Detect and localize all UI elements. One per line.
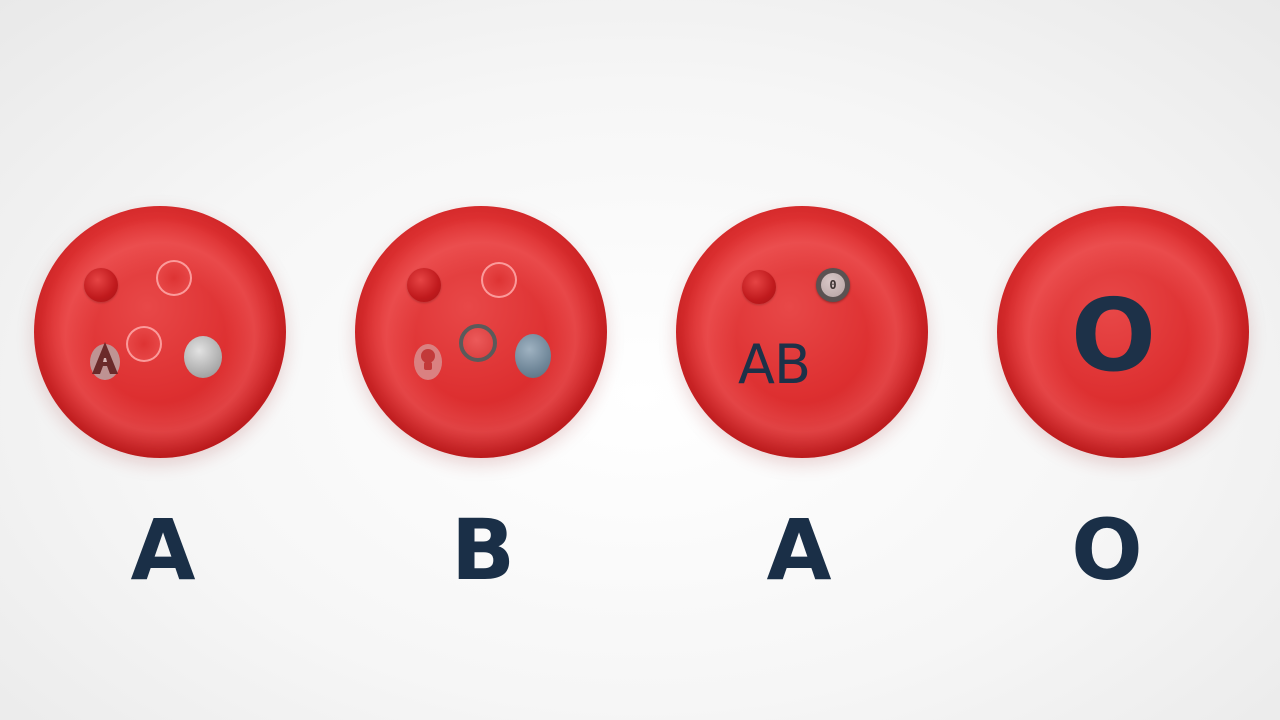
red-blood-cell-ab: 0 AB [676,206,928,458]
blood-type-label: A [766,501,832,599]
badge-label: 0 [821,273,845,297]
antigen-bump [407,268,441,302]
red-blood-cell-a [34,206,286,458]
grey-antigen [184,336,222,378]
red-blood-cell-o: O [997,206,1249,458]
antigen-b-icon [414,344,442,380]
antigen-badge: 0 [816,268,850,302]
antigen-ring [481,262,517,298]
cell-inner-label: O [1071,277,1156,394]
cell-inner-label: AB [738,333,811,396]
antigen-ring-dark [459,324,497,362]
red-blood-cell-b [355,206,607,458]
antigen-bump [84,268,118,302]
antigen-a-icon [90,342,120,380]
blood-type-label: O [1071,501,1143,599]
antigen-ring [126,326,162,362]
antigen-bump [742,270,776,304]
antigen-ring [156,260,192,296]
blood-type-label: B [450,501,516,599]
blood-type-label: A [130,501,196,599]
blue-antigen [515,334,551,378]
